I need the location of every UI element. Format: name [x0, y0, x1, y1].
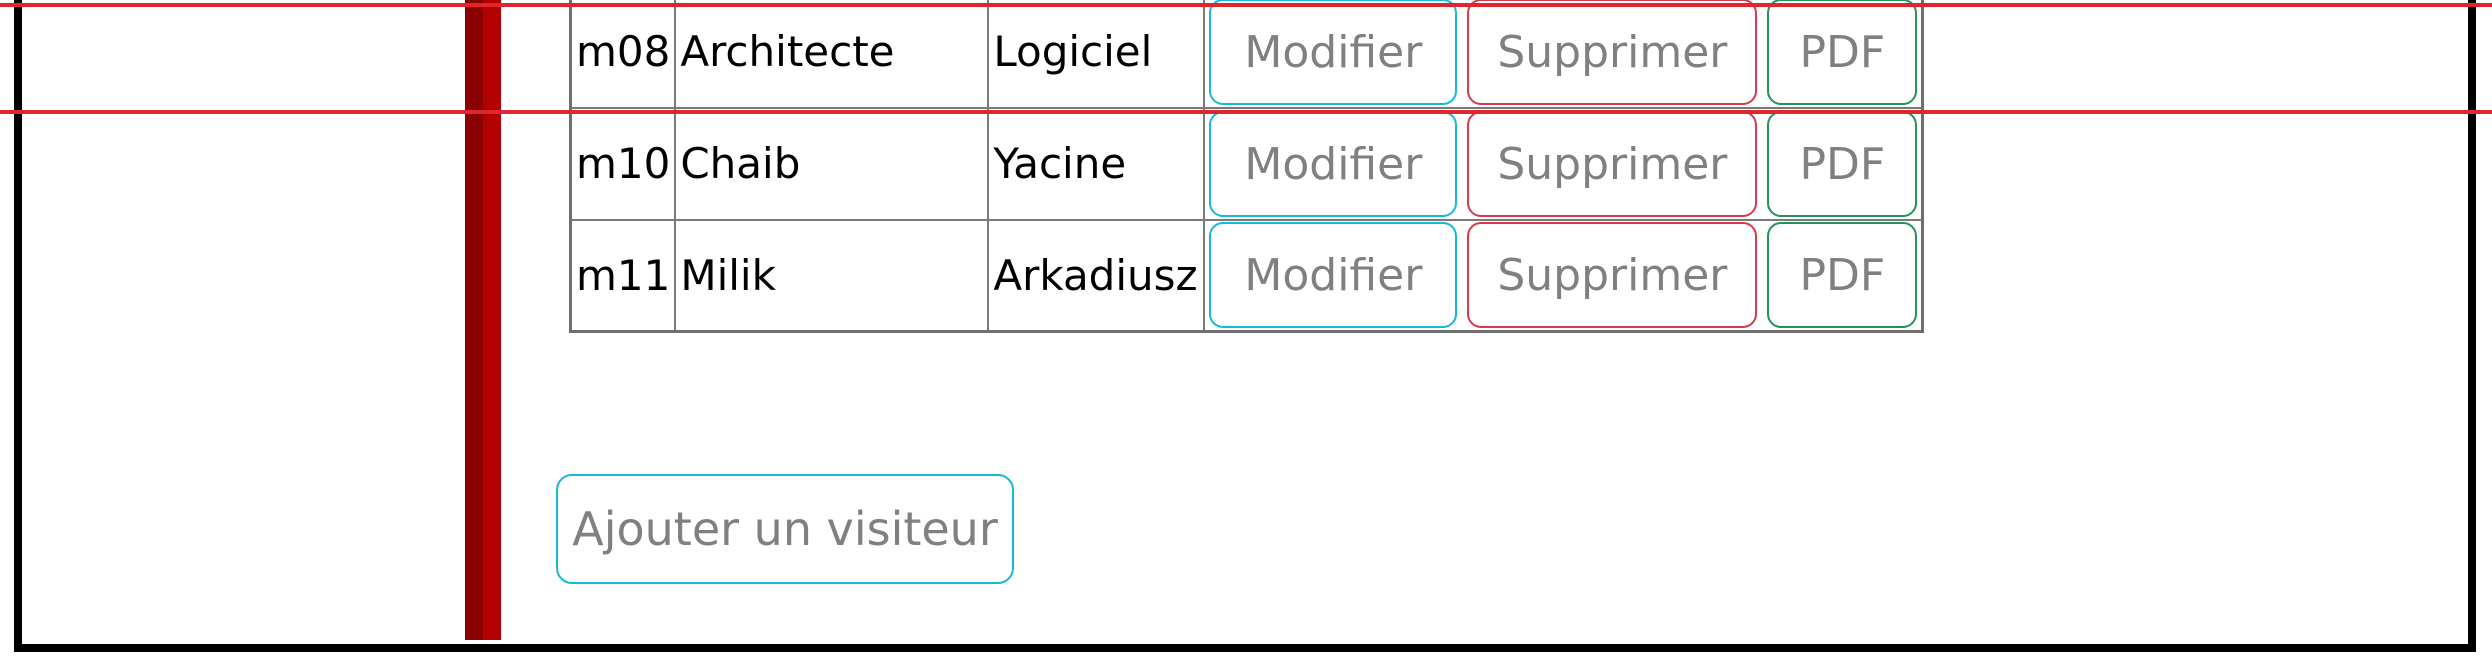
pdf-button[interactable]: PDF	[1767, 110, 1918, 217]
visitor-first-name: Arkadiusz	[987, 218, 1206, 333]
delete-button[interactable]: Supprimer	[1467, 0, 1758, 105]
visitor-id: m11	[569, 218, 677, 333]
visitor-first-name: Logiciel	[987, 0, 1206, 109]
modify-button[interactable]: Modifier	[1209, 0, 1458, 105]
visitor-last-name: Chaib	[674, 106, 990, 221]
sidebar-accent-bar	[465, 0, 501, 640]
add-visitor-button[interactable]: Ajouter un visiteur	[556, 474, 1014, 584]
pdf-button[interactable]: PDF	[1767, 0, 1918, 105]
content-border	[14, 0, 2476, 652]
guide-line-bottom	[0, 110, 2492, 114]
delete-button[interactable]: Supprimer	[1467, 110, 1758, 217]
pdf-button[interactable]: PDF	[1767, 222, 1918, 329]
modify-button[interactable]: Modifier	[1209, 222, 1458, 329]
guide-line-top	[0, 3, 2492, 7]
visitor-id: m08	[569, 0, 677, 109]
visitor-first-name: Yacine	[987, 106, 1206, 221]
visitor-last-name: Architecte	[674, 0, 990, 109]
delete-button[interactable]: Supprimer	[1467, 222, 1758, 329]
visitor-last-name: Milik	[674, 218, 990, 333]
modify-button[interactable]: Modifier	[1209, 110, 1458, 217]
visitor-id: m10	[569, 106, 677, 221]
